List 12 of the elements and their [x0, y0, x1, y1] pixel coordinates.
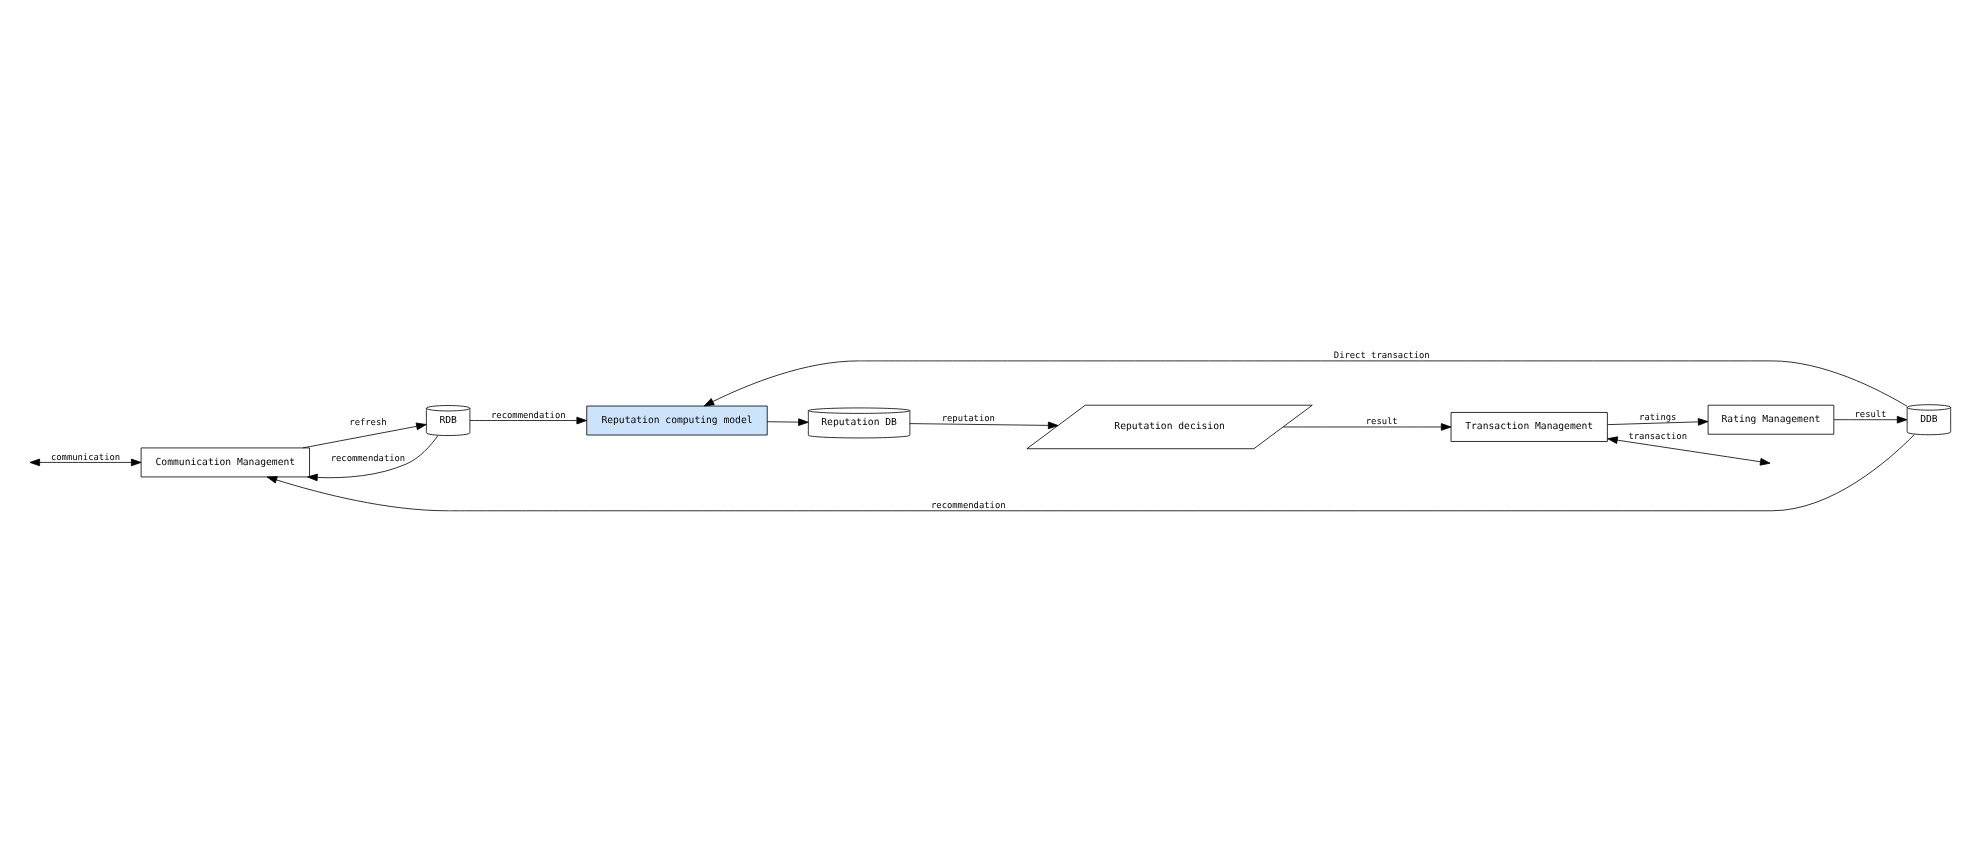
- arrow: [307, 434, 439, 481]
- arrow: [909, 420, 1059, 429]
- arrow: [703, 359, 1908, 406]
- arrow: [266, 433, 1915, 511]
- arrow: [766, 417, 809, 425]
- arrow: [469, 415, 587, 424]
- arrow: [302, 421, 427, 448]
- arrow: [1607, 417, 1709, 425]
- arrow: [1833, 414, 1908, 423]
- arrow: [1282, 422, 1452, 430]
- arrow: [29, 457, 142, 466]
- arrow: [1607, 435, 1771, 465]
